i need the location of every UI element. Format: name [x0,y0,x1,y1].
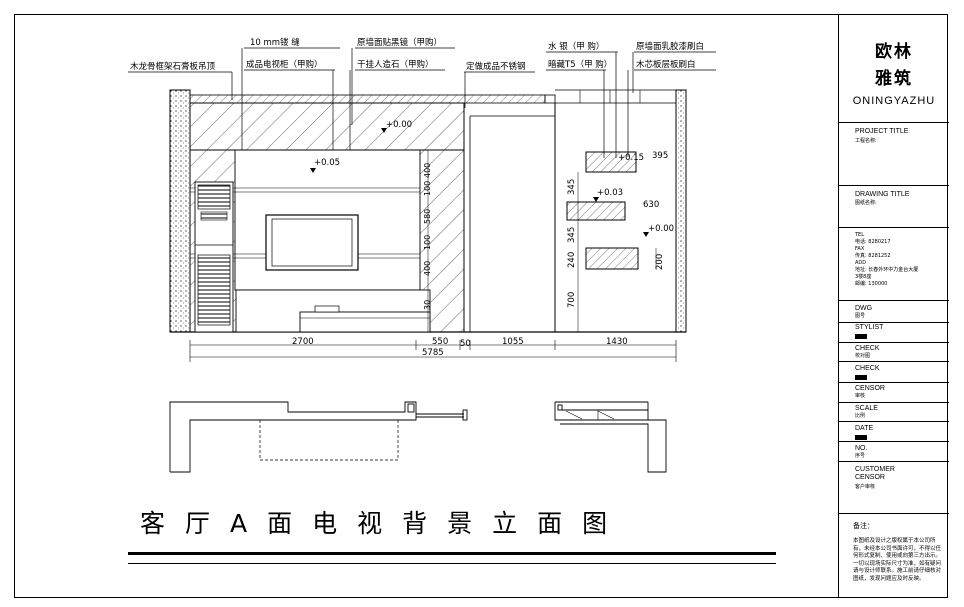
check-label-2: CHECK [855,365,880,372]
tv-vertical-dims: 400 100 580 100 400 30 [423,150,432,332]
tb-divider [839,185,949,186]
number-label-cn: 序号 [855,453,866,459]
callout-tv-cabinet: 成品电视柜（甲购） [246,59,323,70]
dim-50: 50 [460,339,471,349]
dim-shelf-v3: 240 [567,252,577,268]
contact-add: ADD [855,260,867,266]
company-name-line1: 欧林 [875,42,913,62]
stylist-value [855,334,867,339]
elevation-drawing: 木龙骨框架石膏板吊顶 10 mm镂 缝 成品电视柜（甲购） 原墙面贴黑镜（甲购）… [128,37,716,473]
drawing-title-cn: 图纸名称: [855,200,877,206]
callout-paint: 原墙面乳胶漆刷白 [636,41,704,52]
dim-tv-v3: 580 [423,209,432,224]
title-block: 欧林 雅筑 ONINGYAZHU PROJECT TITLE 工程名称: DRA… [838,15,949,598]
dwg-label-cn: 图号 [855,313,866,319]
dim-tv-v1: 400 [423,163,432,178]
drawing-title: 客厅A面电视背景立面图 [140,509,628,538]
title-underline-thick [128,552,776,555]
tb-divider [839,402,949,403]
project-title-label: PROJECT TITLE [855,128,909,135]
shelf-dims: 395 630 345 345 240 700 200 [567,151,668,332]
level-markers: +0.00 +0.05 +0.03 +0.00 +0.15 [310,120,674,237]
customer-label-cn: 客户审核 [855,484,876,490]
stylist-label: STYLIST [855,324,884,331]
tb-divider [839,461,949,462]
level-mark-4: +0.00 [648,224,674,234]
plan-section-right [554,401,667,473]
tb-divider [839,322,949,323]
notes-text: 本图纸及设计之版权属于本公司所有，未经本公司书面许可，不得以任何形式复制、使用或… [853,538,942,582]
callout-t5-light: 暗藏T5（甲 购） [548,59,612,70]
tb-divider [839,342,949,343]
dim-shelf-v2: 345 [567,227,577,243]
drawing-frame [14,14,948,598]
dim-shelf-200: 200 [655,254,665,270]
callout-mercury: 水 银（甲 购） [548,41,604,52]
customer-censor-label: CENSOR [855,474,885,481]
dim-shelf-v4: 700 [567,292,577,308]
contact-tel-value: 电话: 8280217 [855,239,891,245]
tb-divider [839,227,949,228]
title-underline-thin [128,563,776,564]
dim-tv-v4: 100 [423,235,432,250]
contact-address: 地址: 长春外环中力金台大厦 [855,267,919,273]
callout-groove: 10 mm镂 缝 [250,37,300,48]
contact-address-2: 3楼8座 [855,274,872,280]
contact-postcode: 邮编: 130000 [855,281,888,287]
tb-divider [839,421,949,422]
callout-shelf-board: 木芯板层板刷白 [636,59,696,70]
censor-label-cn: 审核 [855,393,866,399]
callout-ceiling: 木龙骨框架石膏板吊顶 [130,61,216,72]
dim-tv-v5: 400 [423,261,432,276]
check-label-1-cn: 校对图 [855,353,871,359]
dim-1430: 1430 [606,337,628,347]
tb-divider [839,300,949,301]
level-mark-3: +0.03 [597,188,623,198]
dim-shelf-630: 630 [643,200,659,210]
date-label: DATE [855,425,874,432]
dim-tv-v6: 30 [423,300,432,310]
tb-divider [839,513,949,514]
plan-section-left [169,401,468,473]
dim-550: 550 [432,337,448,347]
dim-1055: 1055 [502,337,524,347]
tb-divider [839,122,949,123]
elevation-walls [169,89,687,333]
notes-heading: 备注： [853,522,874,530]
callout-steel: 定做成品不锈钢 [466,61,526,72]
contact-fax-value: 传真: 8281252 [855,253,891,259]
callout-labels: 木龙骨框架石膏板吊顶 10 mm镂 缝 成品电视柜（甲购） 原墙面贴黑镜（甲购）… [130,37,704,72]
tb-divider [839,441,949,442]
censor-label: CENSOR [855,385,885,392]
tb-divider [839,361,949,362]
contact-fax: FAX [855,246,865,252]
check-value-2 [855,375,867,380]
level-mark-2: +0.05 [314,158,340,168]
tb-divider [839,382,949,383]
callout-stone: 干挂人造石（甲购） [357,59,434,70]
customer-label: CUSTOMER [855,466,895,473]
date-value [855,435,867,440]
drawing-title-label: DRAWING TITLE [855,191,910,198]
project-title-cn: 工程名称: [855,138,877,144]
bottom-dims: 2700 550 50 1055 1430 5785 [189,337,677,362]
dim-total: 5785 [422,348,444,358]
dim-tv-v2: 100 [423,181,432,196]
dim-shelf-395: 395 [652,151,668,161]
check-label-1: CHECK [855,345,880,352]
dim-2700: 2700 [292,337,314,347]
dim-shelf-v1: 345 [567,179,577,195]
callout-black-mirror: 原墙面贴黑镜（甲购） [357,37,442,48]
contact-tel: TEL [855,232,864,238]
dwg-label: DWG [855,305,873,312]
scale-label: SCALE [855,405,878,412]
level-mark-5: +0.15 [618,153,644,163]
scale-label-cn: 比例 [855,413,866,419]
number-label: NO. [855,445,868,452]
company-name-en: ONINGYAZHU [852,95,936,107]
company-name-line2: 雅筑 [875,69,913,89]
level-mark-1: +0.00 [386,120,412,130]
